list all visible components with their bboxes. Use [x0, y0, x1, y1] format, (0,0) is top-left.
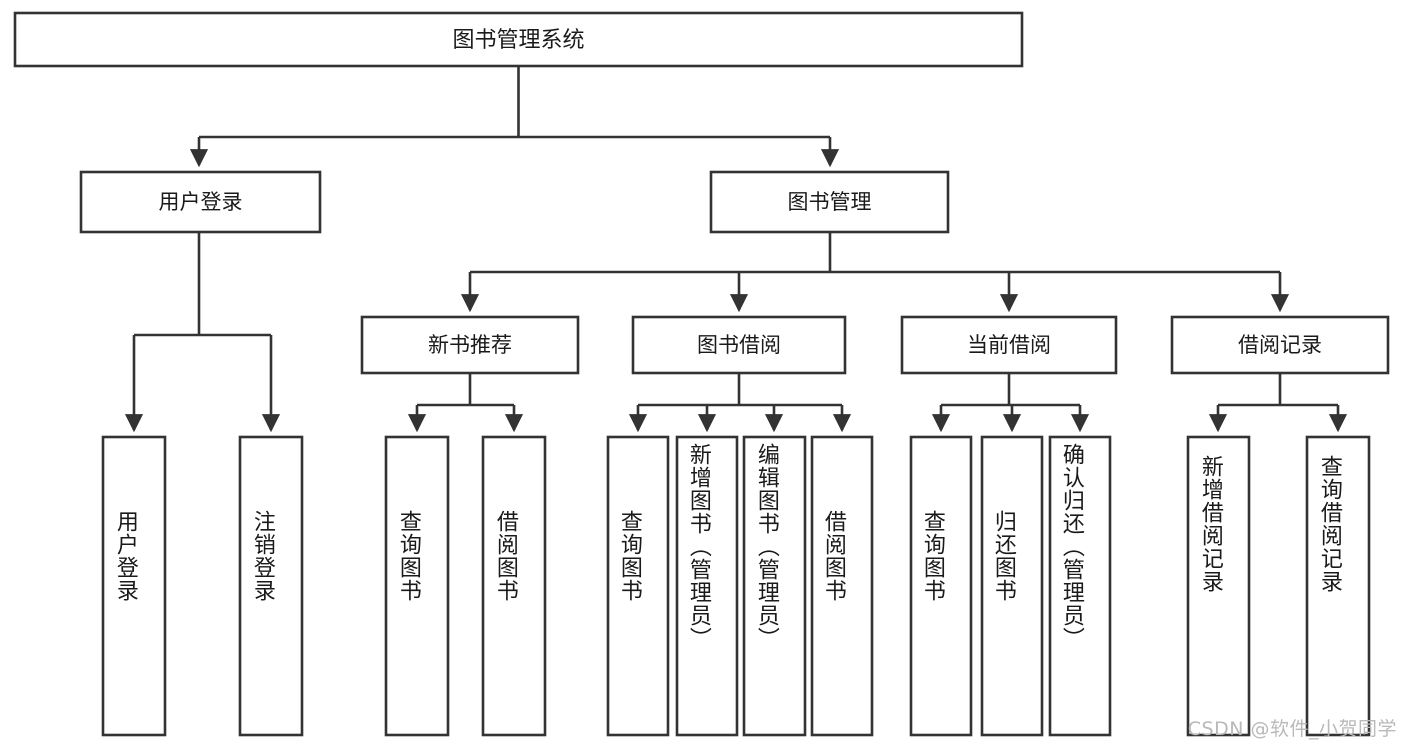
leaf-boxes [101, 435, 1371, 737]
connector-lines [124, 66, 1348, 433]
node-book-management-label: 图书管理 [788, 190, 872, 214]
leaf-box-query-book-new[interactable] [384, 435, 450, 737]
node-borrow-records[interactable]: 借阅记录 [1170, 315, 1390, 375]
node-new-book-recommend-label: 新书推荐 [428, 333, 512, 357]
node-user-login-label: 用户登录 [159, 190, 243, 214]
node-new-book-recommend[interactable]: 新书推荐 [360, 315, 580, 375]
leaf-box-query-book-current[interactable] [909, 435, 973, 737]
node-borrow-records-box[interactable] [1170, 315, 1390, 375]
node-borrow-records-label: 借阅记录 [1238, 333, 1322, 357]
node-root-box[interactable] [13, 11, 1024, 68]
leaf-box-query-book-borrow[interactable] [606, 435, 670, 737]
node-book-borrow-label: 图书借阅 [697, 333, 781, 357]
leaf-box-add-borrow-record[interactable] [1186, 435, 1251, 737]
leaf-box-add-book-admin[interactable] [675, 435, 739, 737]
leaf-box-query-borrow-record[interactable] [1305, 435, 1371, 737]
node-current-borrow-box[interactable] [900, 315, 1118, 375]
leaf-box-edit-book-admin[interactable] [742, 435, 807, 737]
node-book-management-box[interactable] [709, 170, 950, 234]
node-current-borrow[interactable]: 当前借阅 [900, 315, 1118, 375]
node-user-login[interactable]: 用户登录 [79, 170, 322, 234]
node-book-borrow[interactable]: 图书借阅 [631, 315, 847, 375]
node-new-book-recommend-box[interactable] [360, 315, 580, 375]
leaf-box-user-login[interactable] [101, 435, 167, 737]
leaf-box-logout[interactable] [238, 435, 304, 737]
leaf-box-borrow-book-new[interactable] [481, 435, 547, 737]
node-root-label: 图书管理系统 [452, 28, 584, 53]
node-book-borrow-box[interactable] [631, 315, 847, 375]
node-current-borrow-label: 当前借阅 [967, 333, 1051, 357]
leaf-box-return-book[interactable] [980, 435, 1044, 737]
node-root[interactable]: 图书管理系统 [13, 11, 1024, 68]
leaf-box-confirm-return-admin[interactable] [1048, 435, 1112, 737]
node-book-management[interactable]: 图书管理 [709, 170, 950, 234]
csdn-watermark: CSDN @软件_小贺同学 [1187, 718, 1397, 740]
node-user-login-box[interactable] [79, 170, 322, 234]
leaf-box-borrow-book[interactable] [810, 435, 874, 737]
